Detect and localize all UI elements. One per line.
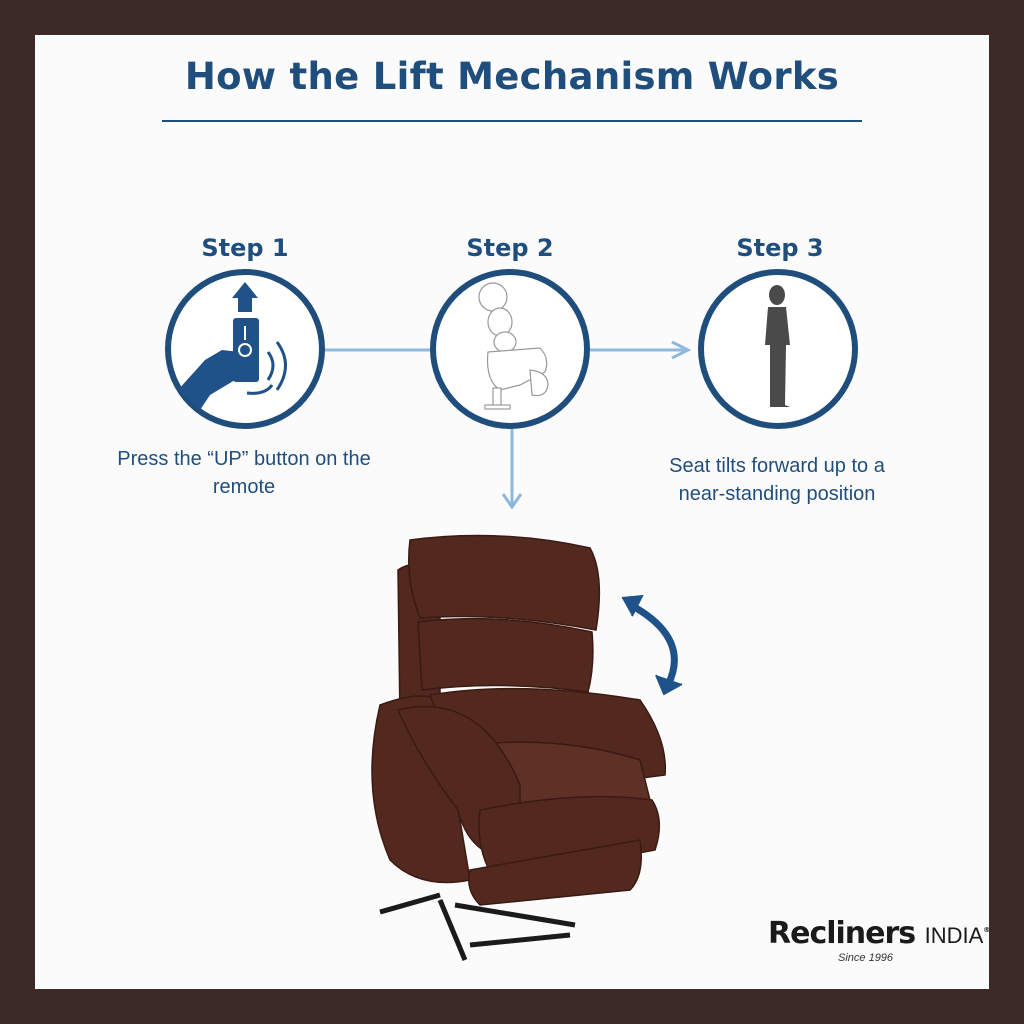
lift-base (379, 892, 576, 961)
lift-chair-outline-icon (478, 282, 549, 410)
connectors (325, 340, 692, 510)
standing-person-icon (765, 285, 790, 407)
step1-description: Press the “UP” button on the remote (117, 448, 371, 498)
title-divider (162, 120, 862, 122)
step2-label: Step 2 (466, 234, 554, 262)
page-title: How the Lift Mechanism Works (184, 55, 840, 98)
step1-label: Step 1 (201, 234, 289, 262)
brand-tagline: Since 1996 (838, 952, 894, 964)
hand-remote-icon (178, 282, 287, 410)
arrow-head-icon (671, 340, 692, 360)
arrow-down-icon (501, 493, 523, 510)
tilt-motion-arrow-icon (621, 594, 683, 696)
step3-label: Step 3 (736, 234, 824, 262)
brand-logo: Recliners INDIA® (768, 916, 990, 951)
lift-recliner-chair-image (371, 534, 667, 961)
step3-description: Seat tilts forward up to a near-standing… (669, 455, 885, 505)
